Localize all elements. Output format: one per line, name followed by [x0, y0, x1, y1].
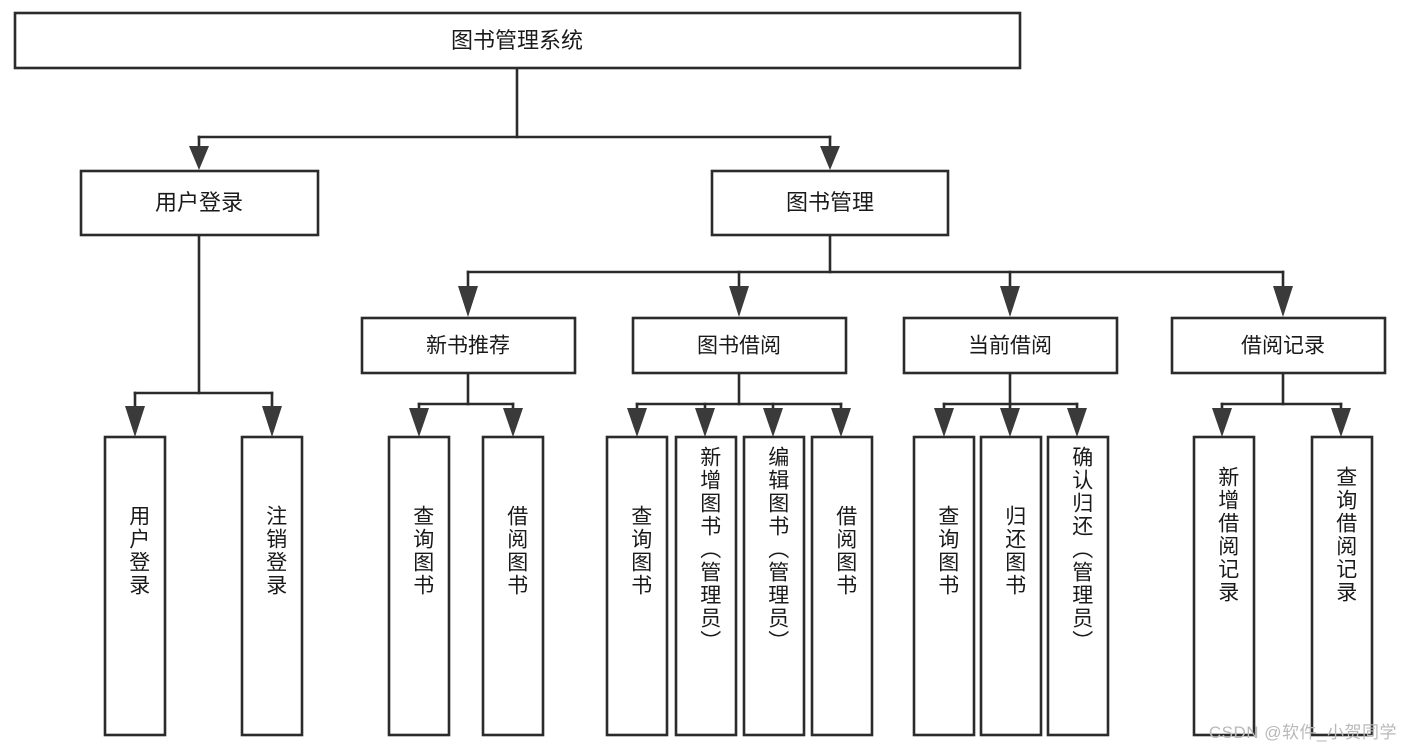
- arrow-leaf-return-book: [1000, 408, 1020, 437]
- arrow-book-borrow: [729, 286, 749, 317]
- node-book-management-label: 图书管理: [786, 190, 874, 215]
- node-book-management-box[interactable]: [710, 169, 950, 237]
- node-user-login[interactable]: 用户登录: [79, 169, 320, 237]
- connector-group: [125, 66, 1351, 437]
- leaf-query-book-2-box[interactable]: [605, 435, 669, 737]
- node-system-root[interactable]: 图书管理系统: [13, 11, 1022, 70]
- arrow-new-book-recommend: [458, 286, 478, 317]
- leaf-query-borrow-record-box[interactable]: [1310, 435, 1374, 737]
- arrow-leaf-logout-login: [262, 406, 282, 437]
- csdn-watermark: CSDN @软件_小贺同学: [1208, 723, 1397, 742]
- arrow-leaf-query-borrow-record: [1331, 408, 1351, 437]
- arrow-leaf-borrow-book-2: [831, 408, 851, 437]
- node-book-borrow-box[interactable]: [631, 316, 848, 375]
- node-book-borrow[interactable]: 图书借阅: [631, 316, 848, 375]
- leaf-add-book-box[interactable]: [674, 435, 738, 737]
- node-borrow-record-box[interactable]: [1170, 316, 1387, 375]
- node-new-book-recommend[interactable]: 新书推荐: [360, 316, 577, 375]
- arrow-leaf-borrow-book-1: [503, 408, 523, 437]
- leaf-edit-book-box[interactable]: [742, 435, 806, 737]
- leaf-box-group: [103, 435, 1374, 737]
- node-current-borrow[interactable]: 当前借阅: [902, 316, 1119, 375]
- arrow-book-management: [820, 146, 840, 170]
- leaf-query-book-1-box[interactable]: [387, 435, 451, 737]
- leaf-borrow-book-1-box[interactable]: [481, 435, 545, 737]
- leaf-logout-login-box[interactable]: [240, 435, 304, 737]
- node-borrow-record-label: 借阅记录: [1241, 335, 1325, 358]
- arrow-user-login: [189, 146, 209, 170]
- node-current-borrow-box[interactable]: [902, 316, 1119, 375]
- node-book-borrow-label: 图书借阅: [697, 335, 781, 358]
- node-system-root-box[interactable]: [13, 11, 1022, 70]
- arrow-leaf-add-book: [695, 408, 715, 437]
- node-user-login-box[interactable]: [79, 169, 320, 237]
- arrow-leaf-user-login: [125, 406, 145, 437]
- arrow-leaf-confirm-return: [1067, 408, 1087, 437]
- leaf-user-login-box[interactable]: [103, 435, 167, 737]
- arrow-leaf-query-book-3: [934, 408, 954, 437]
- node-new-book-recommend-box[interactable]: [360, 316, 577, 375]
- arrow-leaf-add-borrow-record: [1212, 408, 1232, 437]
- leaf-add-borrow-record-box[interactable]: [1192, 435, 1256, 737]
- arrow-current-borrow: [1000, 286, 1020, 317]
- arrow-leaf-query-book-1: [409, 408, 429, 437]
- node-current-borrow-label: 当前借阅: [968, 335, 1052, 358]
- leaf-return-book-box[interactable]: [979, 435, 1043, 737]
- arrow-leaf-edit-book: [763, 408, 783, 437]
- node-book-management[interactable]: 图书管理: [710, 169, 950, 237]
- arrow-leaf-query-book-2: [627, 408, 647, 437]
- leaf-query-book-3-box[interactable]: [912, 435, 976, 737]
- leaf-confirm-return-box[interactable]: [1046, 435, 1110, 737]
- node-system-root-label: 图书管理系统: [451, 28, 583, 53]
- node-new-book-recommend-label: 新书推荐: [426, 335, 510, 358]
- node-user-login-label: 用户登录: [155, 190, 243, 215]
- leaf-borrow-book-2-box[interactable]: [810, 435, 874, 737]
- arrow-borrow-record: [1273, 286, 1293, 317]
- node-borrow-record[interactable]: 借阅记录: [1170, 316, 1387, 375]
